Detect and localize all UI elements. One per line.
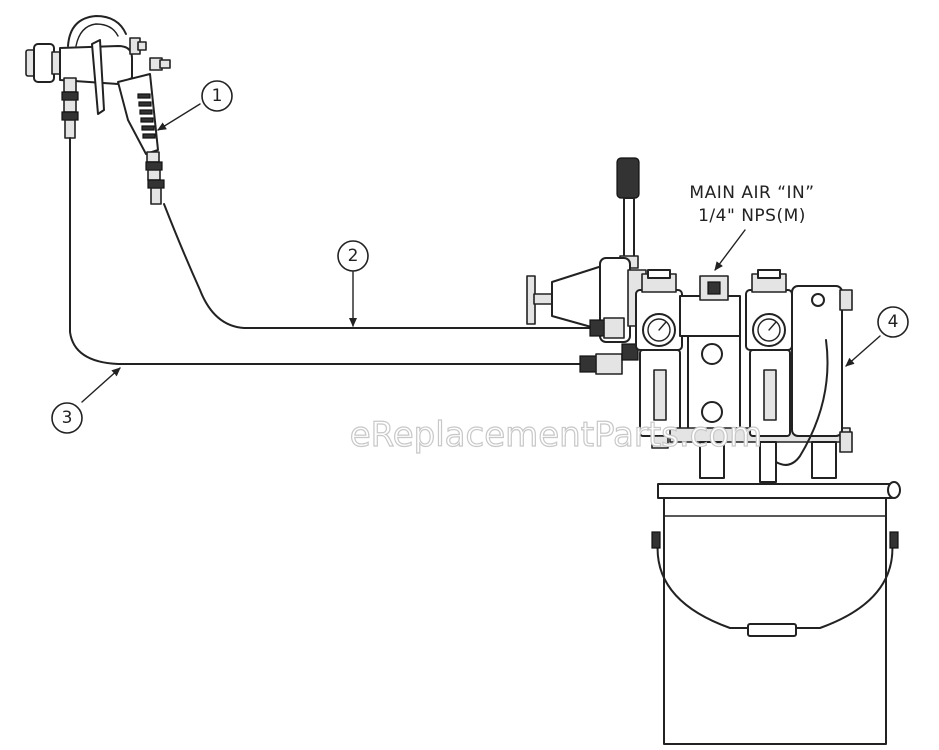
main-air-label-line1: MAIN AIR “IN” — [689, 183, 814, 203]
main-air-label-line2: 1/4" NPS(M) — [698, 206, 806, 226]
leader-lines — [81, 103, 881, 403]
svg-text:2: 2 — [348, 246, 359, 266]
svg-text:3: 3 — [62, 408, 73, 428]
callout-4: 4 — [877, 306, 909, 338]
callout-1: 1 — [201, 80, 233, 112]
svg-text:4: 4 — [888, 312, 899, 332]
watermark: eReplacementParts.com — [350, 415, 763, 455]
svg-text:1: 1 — [212, 86, 223, 106]
pump-assembly-icon — [526, 157, 853, 483]
paint-pail-icon — [651, 481, 901, 745]
callout-3: 3 — [51, 402, 83, 434]
air-hose — [163, 203, 591, 329]
callout-2: 2 — [337, 240, 369, 272]
fluid-hose — [69, 137, 581, 365]
spray-gun-icon — [25, 15, 171, 205]
